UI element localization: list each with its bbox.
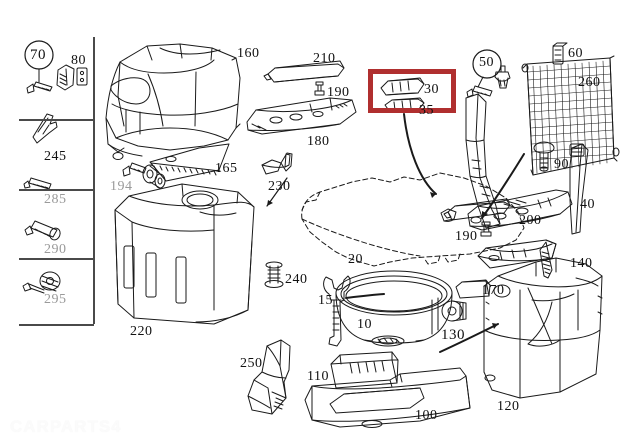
part-110-tray bbox=[330, 351, 399, 389]
callout-label-210[interactable]: 210 bbox=[313, 51, 336, 66]
callout-label-160[interactable]: 160 bbox=[237, 46, 260, 61]
part-20-trunk-carpet bbox=[301, 172, 525, 267]
part-200-sill-strip bbox=[467, 189, 573, 231]
part-165-floor-mat bbox=[149, 143, 230, 182]
part-160-trim-panel bbox=[105, 43, 241, 160]
part-60-clip bbox=[552, 42, 568, 65]
callout-label-230[interactable]: 230 bbox=[268, 179, 291, 194]
callout-label-194[interactable]: 194 bbox=[110, 179, 133, 194]
legend-icon-80 bbox=[56, 64, 88, 91]
legend-divider-1 bbox=[19, 119, 94, 121]
callout-label-240[interactable]: 240 bbox=[285, 272, 308, 287]
part-170-block bbox=[455, 279, 491, 299]
callout-label-130[interactable]: 130 bbox=[441, 327, 465, 343]
callout-label-290[interactable]: 290 bbox=[44, 242, 67, 257]
callout-label-35[interactable]: 35 bbox=[419, 103, 434, 118]
legend-divider-3 bbox=[19, 258, 94, 260]
legend-vertical-rule bbox=[93, 37, 95, 324]
callout-label-140[interactable]: 140 bbox=[570, 256, 593, 271]
callout-label-70[interactable]: 70 bbox=[30, 47, 46, 63]
callout-label-60[interactable]: 60 bbox=[568, 46, 583, 61]
part-210-rail bbox=[263, 60, 345, 83]
watermark-text: CARPARTS4 bbox=[10, 417, 122, 436]
callout-label-190-top[interactable]: 190 bbox=[327, 85, 350, 100]
legend-divider-4 bbox=[19, 324, 94, 326]
part-230-bracket bbox=[261, 152, 293, 175]
legend-icon-290 bbox=[24, 220, 61, 241]
callout-label-80[interactable]: 80 bbox=[71, 53, 86, 68]
part-small-bracket-left bbox=[440, 208, 457, 222]
callout-label-20[interactable]: 20 bbox=[348, 252, 363, 267]
legend-panel bbox=[19, 37, 94, 326]
part-240-fastener bbox=[264, 261, 284, 288]
callout-label-15[interactable]: 15 bbox=[318, 293, 333, 308]
part-220-trunk-liner bbox=[114, 183, 255, 325]
callout-label-50[interactable]: 50 bbox=[479, 55, 494, 70]
callout-label-200[interactable]: 200 bbox=[519, 213, 542, 228]
callout-label-285[interactable]: 285 bbox=[44, 192, 67, 207]
part-120-storage-bin bbox=[483, 257, 603, 399]
part-194-roller bbox=[122, 162, 166, 189]
callout-label-260[interactable]: 260 bbox=[578, 75, 601, 90]
part-260-cargo-net bbox=[521, 55, 620, 176]
callout-label-295[interactable]: 295 bbox=[44, 292, 67, 307]
callout-label-165[interactable]: 165 bbox=[215, 161, 238, 176]
callout-label-120[interactable]: 120 bbox=[497, 399, 520, 414]
part-30-cover bbox=[380, 77, 425, 96]
part-40-lower-strip bbox=[569, 143, 589, 235]
callout-label-245[interactable]: 245 bbox=[44, 149, 67, 164]
part-250-corner-trim bbox=[247, 339, 291, 415]
callout-label-40[interactable]: 40 bbox=[580, 197, 595, 212]
part-190-clip-top bbox=[314, 81, 325, 96]
callout-label-90[interactable]: 90 bbox=[554, 157, 569, 172]
legend-icon-295 bbox=[22, 271, 61, 294]
part-50-callout bbox=[466, 49, 511, 98]
callout-label-250[interactable]: 250 bbox=[240, 356, 263, 371]
callout-label-100[interactable]: 100 bbox=[415, 408, 438, 423]
callout-label-170[interactable]: 170 bbox=[482, 283, 505, 298]
callout-label-220[interactable]: 220 bbox=[130, 324, 153, 339]
callout-label-10[interactable]: 10 bbox=[357, 317, 372, 332]
part-180-sill-trim bbox=[246, 97, 357, 135]
callout-label-30[interactable]: 30 bbox=[424, 82, 439, 97]
callout-label-110[interactable]: 110 bbox=[307, 369, 329, 384]
highlight-box-part-30[interactable] bbox=[368, 69, 456, 113]
part-100-floor-panel bbox=[304, 367, 471, 428]
part-90-push-pin bbox=[533, 141, 555, 172]
legend-icon-70 bbox=[24, 40, 54, 94]
part-10-spare-wheel-well bbox=[335, 270, 453, 347]
callout-label-180[interactable]: 180 bbox=[307, 134, 330, 149]
callout-label-190-bottom[interactable]: 190 bbox=[455, 229, 478, 244]
legend-divider-2 bbox=[19, 189, 94, 191]
part-140-bracket bbox=[477, 239, 557, 279]
part-130-socket bbox=[441, 300, 467, 322]
legend-icon-285 bbox=[23, 177, 52, 190]
